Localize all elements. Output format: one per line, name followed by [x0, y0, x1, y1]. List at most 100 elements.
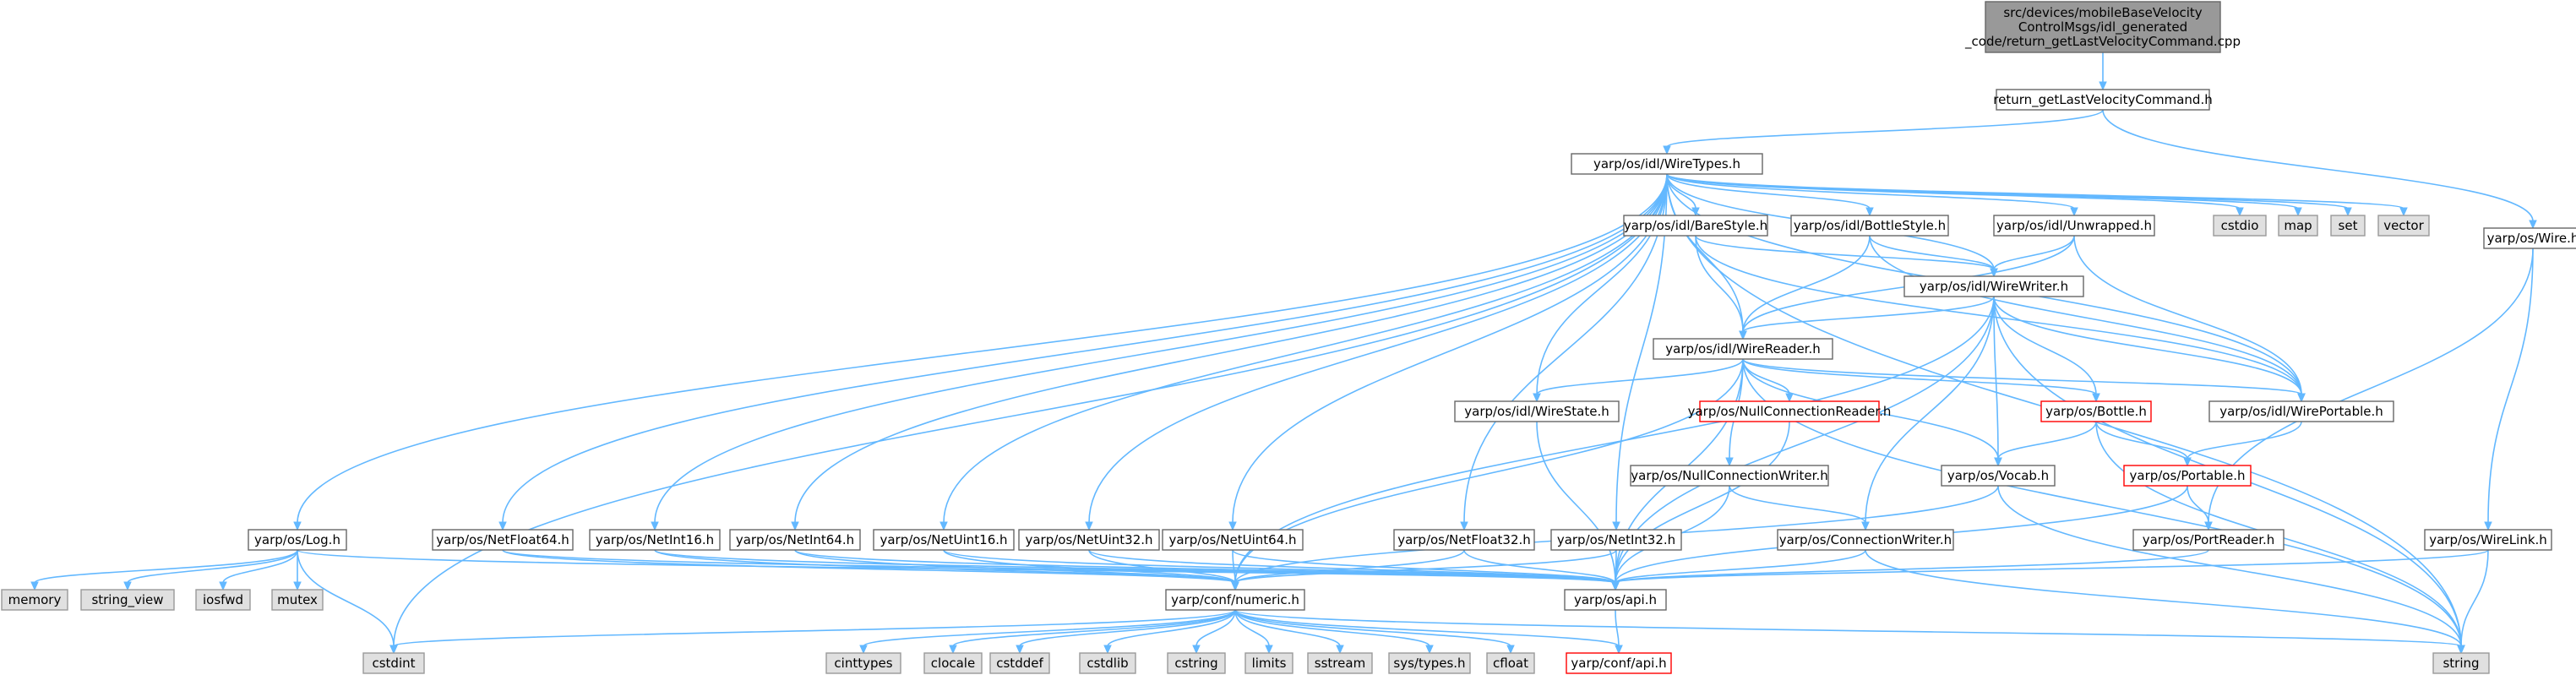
node-bottle[interactable]: yarp/os/Bottle.h: [2040, 400, 2152, 422]
node-label: yarp/os/PortReader.h: [2143, 532, 2275, 547]
edge-netint32-to-api: [1611, 549, 1620, 591]
node-label: mutex: [277, 592, 318, 607]
node-netint16[interactable]: yarp/os/NetInt16.h: [589, 529, 721, 551]
edge-wirereader-to-wirestate: [1533, 358, 1744, 403]
node-label: sstream: [1315, 656, 1365, 671]
node-log[interactable]: yarp/os/Log.h: [248, 529, 347, 551]
edge-barestyle-to-wirewriter: [1695, 235, 1998, 278]
node-wiretypes[interactable]: yarp/os/idl/WireTypes.h: [1571, 153, 1763, 175]
node-map: map: [2278, 215, 2318, 237]
node-label: yarp/os/NetFloat32.h: [1397, 532, 1531, 547]
node-label: yarp/os/idl/BottleStyle.h: [1794, 218, 1946, 233]
edge-api-to-confapi: [1615, 609, 1623, 655]
node-label: cstdlib: [1086, 656, 1128, 671]
node-label: yarp/os/idl/WireTypes.h: [1593, 156, 1740, 171]
node-label: string: [2443, 656, 2479, 671]
node-label: memory: [8, 592, 62, 607]
node-netint32[interactable]: yarp/os/NetInt32.h: [1550, 529, 1682, 551]
edge-wirewriter-to-wirereader: [1739, 296, 1995, 340]
node-label: yarp/os/NetUint16.h: [880, 532, 1007, 547]
node-label: yarp/os/ConnectionWriter.h: [1779, 532, 1952, 547]
edge-wiretypes-to-log: [293, 173, 1668, 531]
node-label: map: [2284, 218, 2312, 233]
node-cstring: cstring: [1167, 652, 1226, 674]
node-confapi[interactable]: yarp/conf/api.h: [1566, 652, 1672, 674]
node-mutex: mutex: [271, 589, 324, 611]
node-root[interactable]: src/devices/mobileBaseVelocityControlMsg…: [1964, 1, 2241, 53]
edge-numeric-to-sstream: [1234, 609, 1344, 655]
edge-bottle-to-vocab: [1994, 421, 2097, 467]
node-wire[interactable]: yarp/os/Wire.h: [2483, 227, 2576, 249]
edge-wiretypes-to-vector: [1666, 173, 2408, 217]
node-return-h[interactable]: return_getLastVelocityCommand.h: [1993, 89, 2213, 111]
node-string: string: [2432, 652, 2490, 674]
node-label: yarp/os/WireLink.h: [2429, 532, 2547, 547]
edge-connwriter-to-api: [1611, 549, 1866, 591]
node-numeric[interactable]: yarp/conf/numeric.h: [1165, 589, 1305, 611]
node-label: yarp/os/idl/BareStyle.h: [1624, 218, 1767, 233]
node-label: yarp/os/NetInt16.h: [596, 532, 714, 547]
node-label: yarp/os/idl/WireState.h: [1464, 404, 1609, 419]
node-limits: limits: [1244, 652, 1293, 674]
node-netuint64[interactable]: yarp/os/NetUint64.h: [1162, 529, 1304, 551]
edge-wiretypes-to-netint32: [1612, 173, 1668, 531]
edge-wire-to-wirelink: [2484, 248, 2534, 531]
node-netfloat32[interactable]: yarp/os/NetFloat32.h: [1393, 529, 1535, 551]
edge-wiretypes-to-wirestate: [1533, 173, 1668, 403]
node-nullconnreader[interactable]: yarp/os/NullConnectionReader.h: [1688, 400, 1892, 422]
node-wirelink[interactable]: yarp/os/WireLink.h: [2424, 529, 2552, 551]
edge-nullconnwriter-to-connwriter: [1729, 485, 1870, 531]
node-label: yarp/os/NetInt64.h: [736, 532, 854, 547]
node-label: src/devices/mobileBaseVelocity: [2003, 5, 2202, 20]
node-label: yarp/conf/api.h: [1571, 656, 1666, 671]
edge-wiretypes-to-netint16: [651, 173, 1668, 531]
edge-nullconnreader-to-api: [1611, 421, 1790, 591]
edge-wiretypes-to-netuint64: [1228, 173, 1668, 531]
node-portable[interactable]: yarp/os/Portable.h: [2123, 465, 2252, 487]
node-netuint16[interactable]: yarp/os/NetUint16.h: [873, 529, 1015, 551]
node-label: yarp/os/Portable.h: [2130, 468, 2246, 483]
edge-wiretypes-to-netfloat64: [498, 173, 1668, 531]
node-cstdio: cstdio: [2213, 215, 2267, 237]
node-portreader[interactable]: yarp/os/PortReader.h: [2132, 529, 2285, 551]
node-label: limits: [1252, 656, 1287, 671]
node-wireportable[interactable]: yarp/os/idl/WirePortable.h: [2208, 400, 2394, 422]
node-wirereader[interactable]: yarp/os/idl/WireReader.h: [1653, 338, 1833, 360]
node-label: yarp/os/NetUint32.h: [1025, 532, 1152, 547]
edge-numeric-to-limits: [1234, 609, 1273, 655]
node-api[interactable]: yarp/os/api.h: [1564, 589, 1667, 611]
edge-barestyle-to-wireportable: [1695, 235, 2306, 403]
node-nullconnwriter[interactable]: yarp/os/NullConnectionWriter.h: [1630, 465, 1829, 487]
node-bottlestyle[interactable]: yarp/os/idl/BottleStyle.h: [1790, 215, 1949, 237]
node-unwrapped[interactable]: yarp/os/idl/Unwrapped.h: [1993, 215, 2155, 237]
node-netuint32[interactable]: yarp/os/NetUint32.h: [1018, 529, 1160, 551]
edge-numeric-to-cstring: [1192, 609, 1236, 655]
node-label: yarp/os/Log.h: [254, 532, 340, 547]
node-label: yarp/os/NullConnectionWriter.h: [1631, 468, 1827, 483]
edge-root-to-return_h: [2099, 52, 2107, 91]
node-label: yarp/os/idl/Unwrapped.h: [1996, 218, 2152, 233]
node-label: iosfwd: [203, 592, 243, 607]
node-vocab[interactable]: yarp/os/Vocab.h: [1941, 465, 2056, 487]
node-netint64[interactable]: yarp/os/NetInt64.h: [729, 529, 861, 551]
edge-wirereader-to-nullconnreader: [1742, 358, 1794, 403]
node-netfloat64[interactable]: yarp/os/NetFloat64.h: [432, 529, 574, 551]
node-label: string_view: [91, 592, 163, 608]
node-wirewriter[interactable]: yarp/os/idl/WireWriter.h: [1903, 275, 2084, 297]
edge-netint32-to-numeric: [1231, 549, 1617, 591]
edges-layer: [30, 52, 2537, 655]
node-label: yarp/os/NetFloat64.h: [436, 532, 569, 547]
edge-wiretypes-to-bottlestyle: [1666, 173, 1874, 217]
node-wirestate[interactable]: yarp/os/idl/WireState.h: [1454, 400, 1620, 422]
node-barestyle[interactable]: yarp/os/idl/BareStyle.h: [1623, 215, 1768, 237]
edge-numeric-to-systypes: [1234, 609, 1434, 655]
node-label: sys/types.h: [1393, 656, 1465, 671]
node-label: yarp/os/idl/WirePortable.h: [2219, 404, 2383, 419]
node-cstddef: cstddef: [989, 652, 1050, 674]
node-cstdint: cstdint: [362, 652, 425, 674]
node-systypes: sys/types.h: [1388, 652, 1471, 674]
node-connwriter[interactable]: yarp/os/ConnectionWriter.h: [1777, 529, 1954, 551]
node-label: vector: [2383, 218, 2424, 233]
